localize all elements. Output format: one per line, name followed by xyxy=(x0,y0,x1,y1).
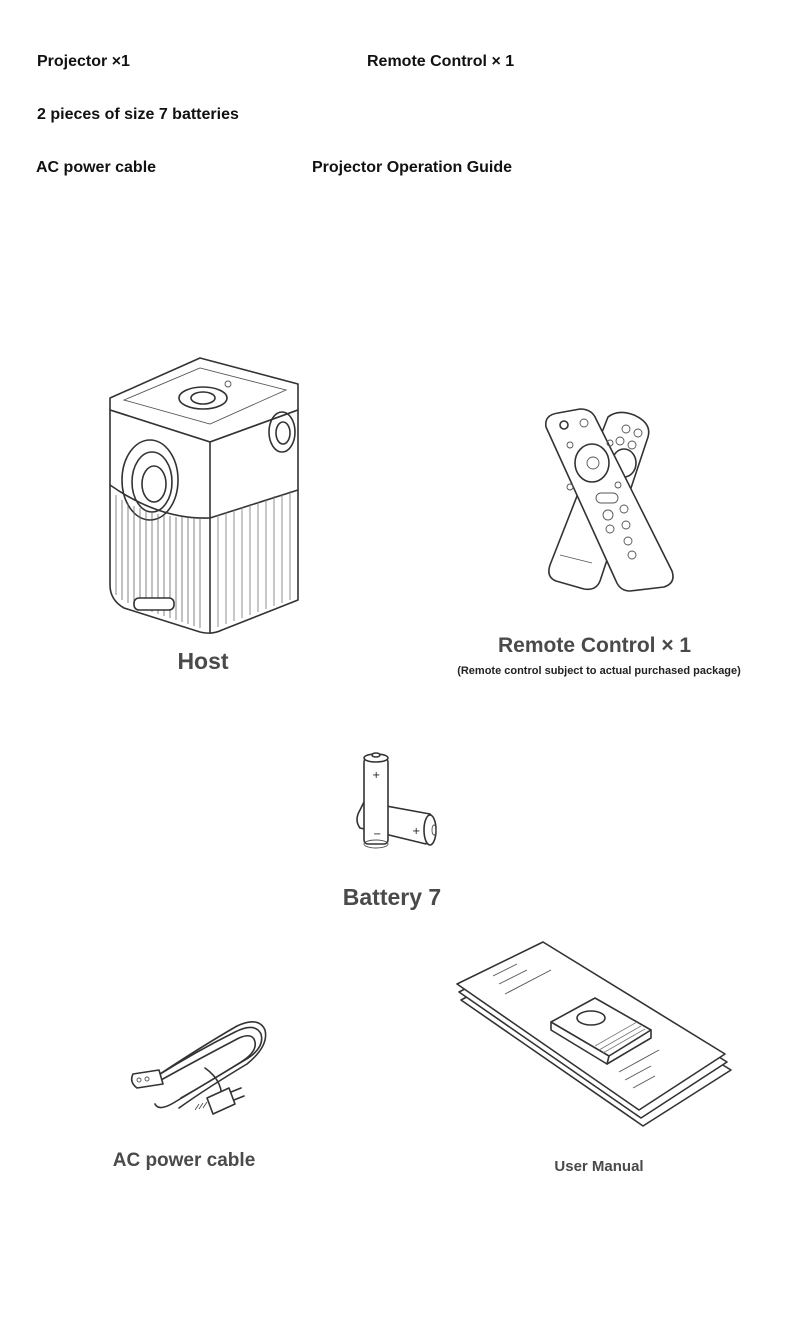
remote-note: (Remote control subject to actual purcha… xyxy=(457,665,741,677)
battery-minus: − xyxy=(373,829,381,840)
package-list-projector: Projector ×1 xyxy=(37,53,130,70)
battery-plus-1: + xyxy=(372,770,380,781)
battery-plus-2: + xyxy=(412,826,420,837)
remote-caption: Remote Control × 1 xyxy=(498,634,692,657)
host-caption: Host xyxy=(177,648,229,674)
projector-illustration xyxy=(109,357,299,634)
manual-caption: User Manual xyxy=(554,1158,644,1175)
remote-illustration xyxy=(544,408,674,592)
power-cable-illustration xyxy=(130,1021,267,1115)
package-list-remote: Remote Control × 1 xyxy=(367,53,515,70)
package-list-batteries: 2 pieces of size 7 batteries xyxy=(37,106,239,123)
battery-illustration: + + − xyxy=(356,752,437,849)
manual-illustration xyxy=(456,941,732,1127)
package-list-guide: Projector Operation Guide xyxy=(312,159,513,176)
battery-caption: Battery 7 xyxy=(342,884,442,910)
cable-caption: AC power cable xyxy=(112,1150,256,1171)
package-list-power-cable: AC power cable xyxy=(36,159,157,176)
